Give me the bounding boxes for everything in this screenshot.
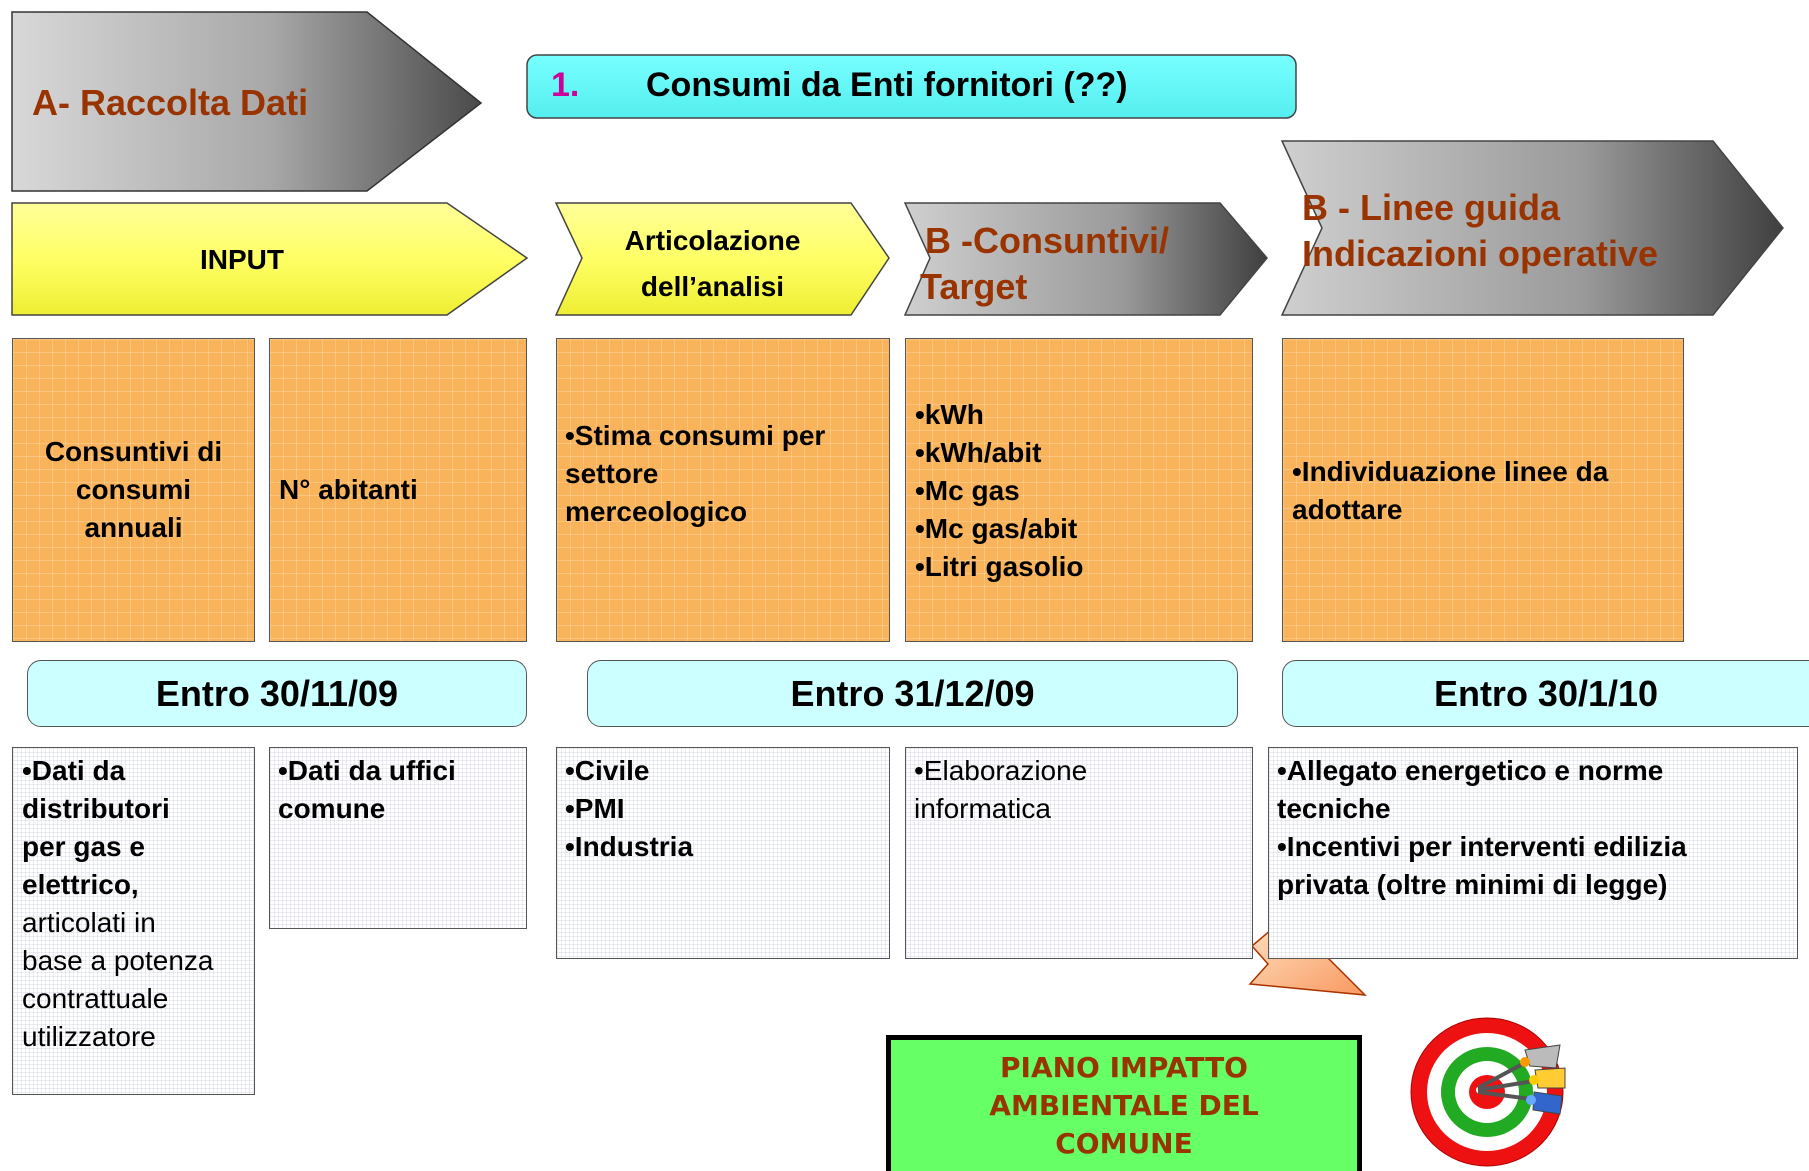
consumi-box [526,54,1297,119]
articolazione-chevron [554,202,890,316]
articolazione-label: Articolazione dell’analisi [624,225,801,302]
piano-impatto-box: PIANO IMPATTO AMBIENTALE DEL COMUNE [886,1035,1362,1171]
note-elaborazione: •Elaborazione informatica [905,747,1253,959]
box-abitanti: N° abitanti [269,338,527,642]
deadline-1: Entro 30/11/09 [27,660,527,727]
linee-guida-label: B - Linee guida Indicazioni operative [1302,187,1659,274]
darts-icon [1477,1044,1566,1115]
box-units: •kWh •kWh/abit •Mc gas •Mc gas/abit •Lit… [905,338,1253,642]
raccolta-dati-arrow [11,11,483,192]
raccolta-dati-label: A- Raccolta Dati [32,82,309,123]
consumi-label: Consumi da Enti fornitori (??) [646,66,1128,104]
input-label: INPUT [200,244,284,275]
note-settori: •Civile •PMI •Industria [556,747,890,959]
note-distributori: •Dati da distributori per gas e elettric… [12,747,255,1095]
box-consuntivi-consumi: Consuntivi di consumi annuali [12,338,255,642]
linee-guida-chevron [1280,140,1784,316]
note-allegato: •Allegato energetico e norme tecniche •I… [1268,747,1798,959]
box-stima-consumi: •Stima consumi per settore merceologico [556,338,890,642]
note-uffici: •Dati da uffici comune [269,747,527,929]
consuntivi-target-label: B -Consuntivi/ Target [920,220,1169,307]
box-individuazione: •Individuazione linee da adottare [1282,338,1684,642]
deadline-3: Entro 30/1/10 [1282,660,1809,727]
consuntivi-chevron [903,202,1268,316]
consumi-number: 1. [551,66,580,104]
input-arrow [11,202,529,316]
deadline-2: Entro 31/12/09 [587,660,1238,727]
